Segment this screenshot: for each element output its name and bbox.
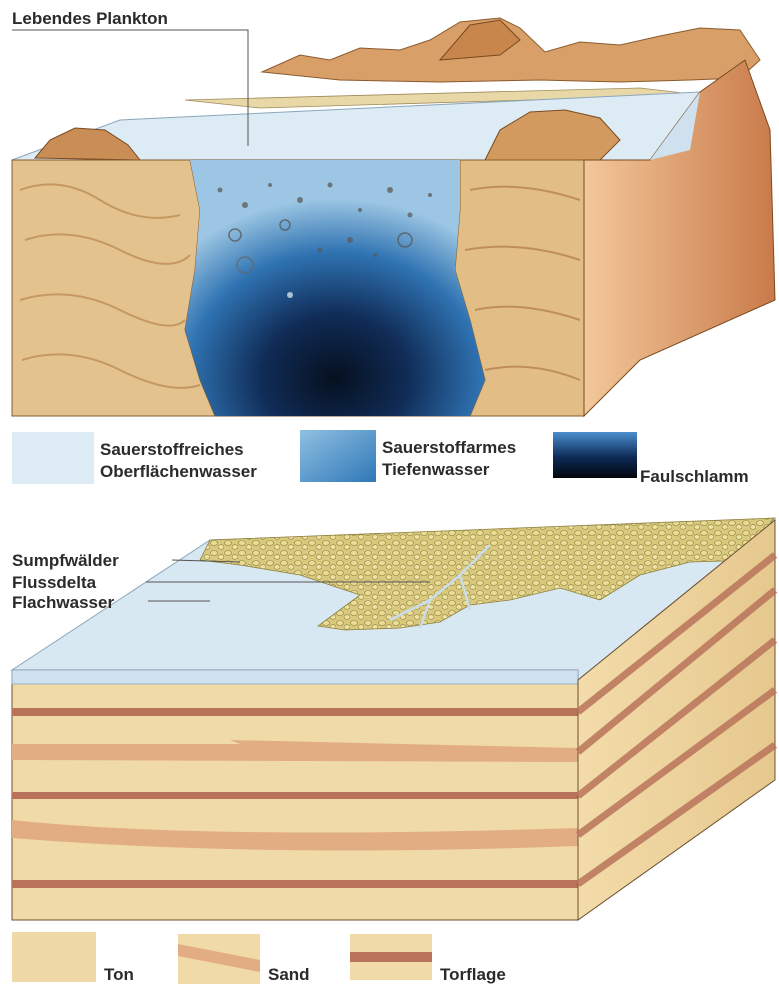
legend-oxygen-poor-line2: Tiefenwasser bbox=[382, 460, 490, 479]
legend-peat-label: Torflage bbox=[440, 965, 506, 984]
legend-swatch-sapropel bbox=[553, 432, 637, 478]
legend-oxygen-rich-line1: Sauerstoffreiches bbox=[100, 440, 244, 459]
swamp-label: Sumpfwälder bbox=[12, 551, 119, 570]
legend-swatch-clay bbox=[12, 932, 96, 982]
top-legend: Sauerstoffreiches Oberflächenwasser Saue… bbox=[12, 430, 749, 486]
legend-peat-band bbox=[350, 952, 432, 962]
peat-band-3 bbox=[12, 880, 578, 888]
legend-swatch-oxygen-poor bbox=[300, 430, 376, 482]
legend-oxygen-poor-line1: Sauerstoffarmes bbox=[382, 438, 516, 457]
water-front-edge bbox=[12, 670, 578, 684]
legend-clay-label: Ton bbox=[104, 965, 134, 984]
peat-band-2 bbox=[12, 792, 578, 799]
left-rock-mass bbox=[12, 160, 215, 416]
legend-sapropel-label: Faulschlamm bbox=[640, 467, 749, 486]
shallow-label: Flachwasser bbox=[12, 593, 114, 612]
coal-basin-diagram: Sumpfwälder Flussdelta Flachwasser bbox=[12, 518, 775, 920]
anoxic-basin-diagram: Lebendes Plankton bbox=[12, 9, 775, 416]
legend-oxygen-rich-line2: Oberflächenwasser bbox=[100, 462, 257, 481]
peat-band-1 bbox=[12, 708, 578, 716]
basin-water bbox=[185, 160, 485, 416]
legend-swatch-oxygen-rich bbox=[12, 432, 94, 484]
plankton-label: Lebendes Plankton bbox=[12, 9, 168, 28]
delta-label: Flussdelta bbox=[12, 573, 97, 592]
mountain-ridge bbox=[262, 18, 760, 82]
legend-sand-label: Sand bbox=[268, 965, 310, 984]
bottom-legend: Ton Sand Torflage bbox=[12, 932, 506, 984]
